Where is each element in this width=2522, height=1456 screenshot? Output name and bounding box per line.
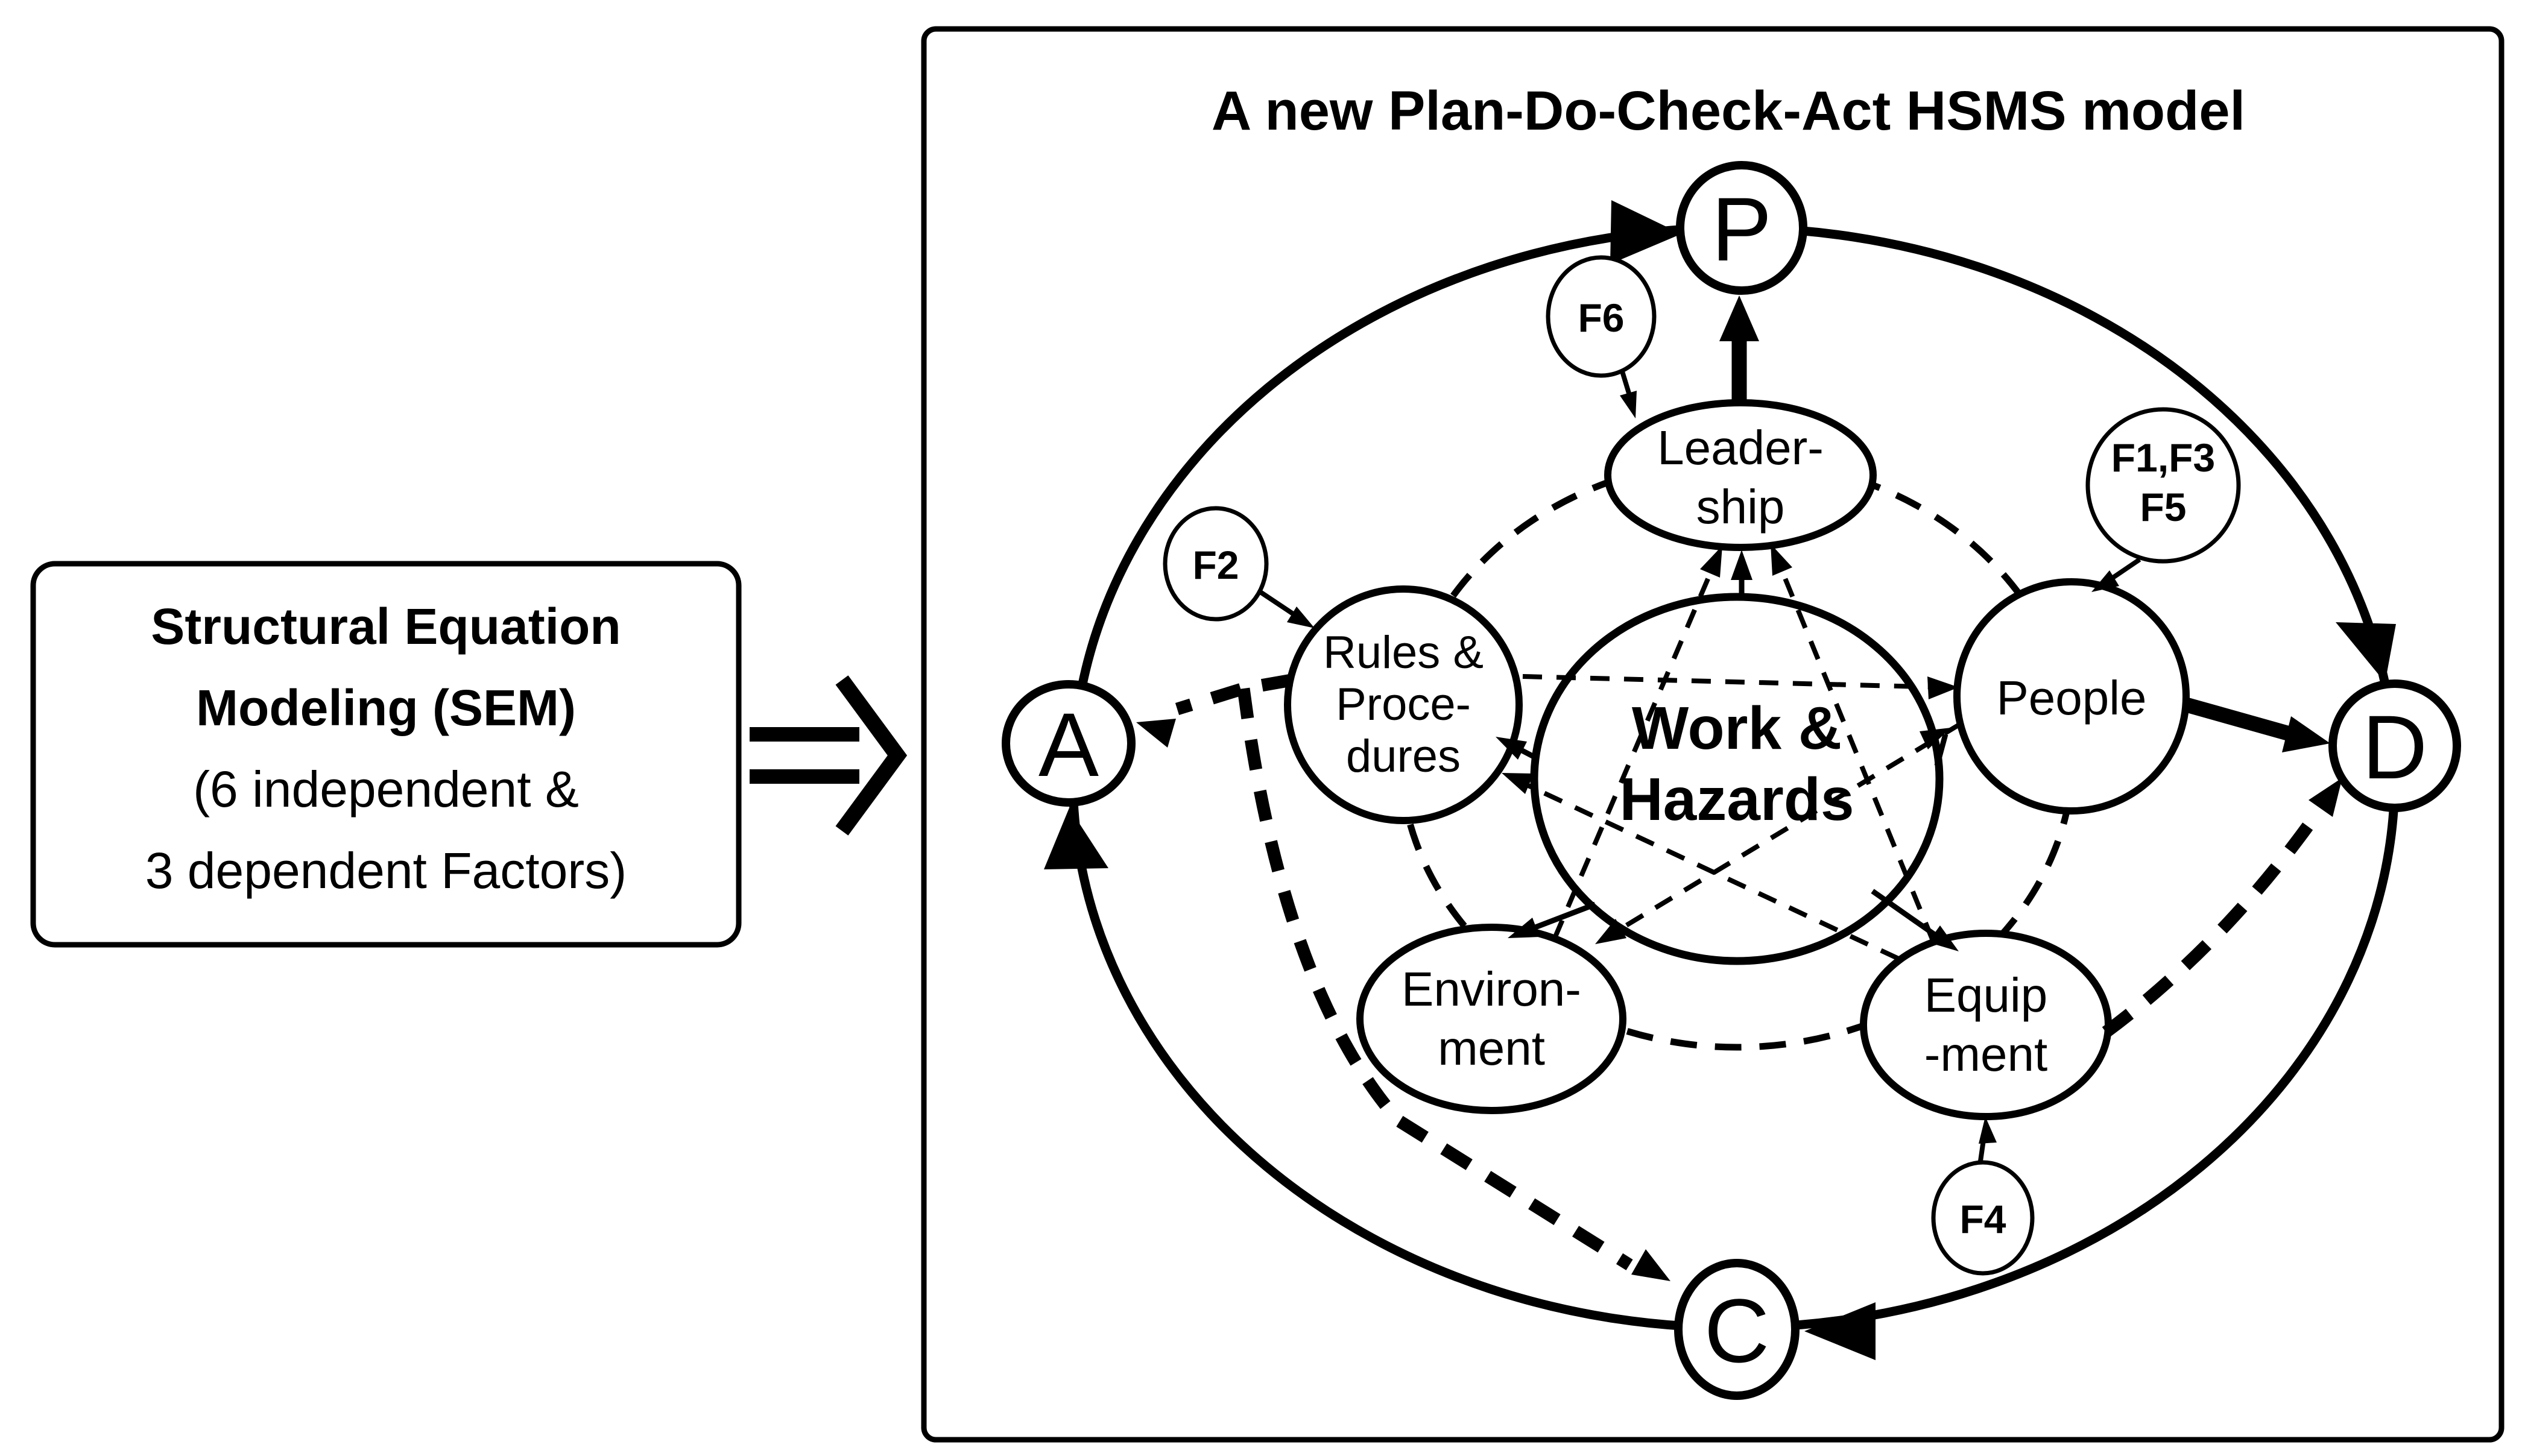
arrowhead-leadership-to-plan: [1719, 295, 1759, 341]
cycle-arrowhead-to-act: [1044, 808, 1108, 869]
cycle-arrowhead-to-do: [2336, 622, 2396, 682]
arrowhead-center-to-environment: [1508, 918, 1540, 938]
sem-line-1: Structural Equation: [151, 598, 621, 655]
tag-f2-arrow: [1259, 590, 1298, 619]
arrowhead-people-to-environment: [1595, 919, 1626, 944]
factor-people: [1953, 578, 2190, 815]
arrowhead-rules-to-act: [1136, 719, 1176, 748]
rules-label-3: dures: [1346, 731, 1461, 782]
leadership-label-2: ship: [1696, 480, 1785, 534]
sem-line-3: (6 independent &: [193, 761, 579, 818]
node-plan: [1676, 161, 1807, 295]
node-act-letter: A: [1038, 694, 1099, 795]
factor-rules-procedures: [1284, 585, 1523, 824]
double-arrow-icon: [750, 675, 908, 836]
node-act: [1002, 680, 1136, 807]
arrowhead-center-to-people: [1920, 728, 1951, 749]
arrowhead-center-to-rules: [1496, 737, 1527, 760]
factor-relation-lines: [1502, 544, 1963, 961]
work-hazards-circle: [1530, 593, 1944, 965]
cycle-arrowhead-to-plan: [1610, 200, 1681, 264]
work-hazards-line-1: Work &: [1632, 695, 1842, 762]
rules-label-1: Rules &: [1323, 627, 1484, 678]
tag-f1-f3-f5: [2085, 407, 2241, 564]
arrowhead-f2-to-rules: [1287, 607, 1315, 628]
tag-f6-label: F6: [1578, 295, 1624, 340]
work-hazards-arrows: [1496, 550, 1959, 951]
arrowhead-environment-to-leadership: [1700, 546, 1722, 578]
node-plan-letter: P: [1711, 178, 1772, 280]
environment-label-2: ment: [1438, 1021, 1545, 1075]
node-check: [1674, 1259, 1800, 1400]
environment-label-1: Environ-: [1402, 962, 1581, 1016]
equipment-label-1: Equip: [1924, 968, 2048, 1022]
cycle-arrowhead-to-check: [1804, 1302, 1876, 1360]
arrowhead-rules-to-check: [1631, 1249, 1670, 1281]
arrowhead-equipment-to-do: [2309, 778, 2342, 817]
work-hazards-line-2: Hazards: [1619, 766, 1854, 833]
arrowhead-f6-to-leadership: [1620, 391, 1637, 418]
arrowhead-center-to-leadership: [1731, 550, 1752, 580]
arrowhead-people-to-do: [2282, 716, 2330, 752]
tag-f2-label: F2: [1192, 543, 1239, 587]
strong-path-arrows: [1719, 295, 2330, 752]
arrowhead-equipment-to-rules: [1502, 773, 1534, 794]
arrowhead-center-to-equipment: [1928, 925, 1959, 951]
tag-f4: [1931, 1160, 2035, 1276]
sem-line-2: Modeling (SEM): [196, 679, 576, 736]
factor-environment: [1356, 924, 1626, 1114]
rules-label-2: Proce-: [1336, 679, 1471, 730]
sem-box: [30, 561, 742, 948]
leadership-label-1: Leader-: [1657, 421, 1824, 474]
tag-f6: [1546, 255, 1657, 378]
sem-line-4: 3 dependent Factors): [145, 842, 627, 899]
tag-f135-label-2: F5: [2140, 485, 2186, 529]
node-do-letter: D: [2362, 696, 2427, 798]
dashed-path-arrows: [1136, 673, 2342, 1281]
tag-f135-label-1: F1,F3: [2111, 435, 2215, 480]
node-check-letter: C: [1704, 1280, 1769, 1381]
people-label: People: [1996, 671, 2146, 725]
arrowhead-rules-to-people: [1927, 676, 1959, 699]
factor-equipment: [1860, 930, 2112, 1120]
arrowhead-f135-to-people: [2091, 570, 2119, 592]
model-title: A new Plan-Do-Check-Act HSMS model: [1212, 80, 2245, 142]
node-do: [2328, 679, 2461, 812]
arrowhead-equipment-to-leadership: [1771, 544, 1792, 576]
tag-f2: [1163, 506, 1269, 622]
tag-f4-label: F4: [1959, 1197, 2006, 1241]
equipment-label-2: -ment: [1924, 1027, 2048, 1081]
arrowhead-f4-to-equipment: [1979, 1117, 1997, 1144]
